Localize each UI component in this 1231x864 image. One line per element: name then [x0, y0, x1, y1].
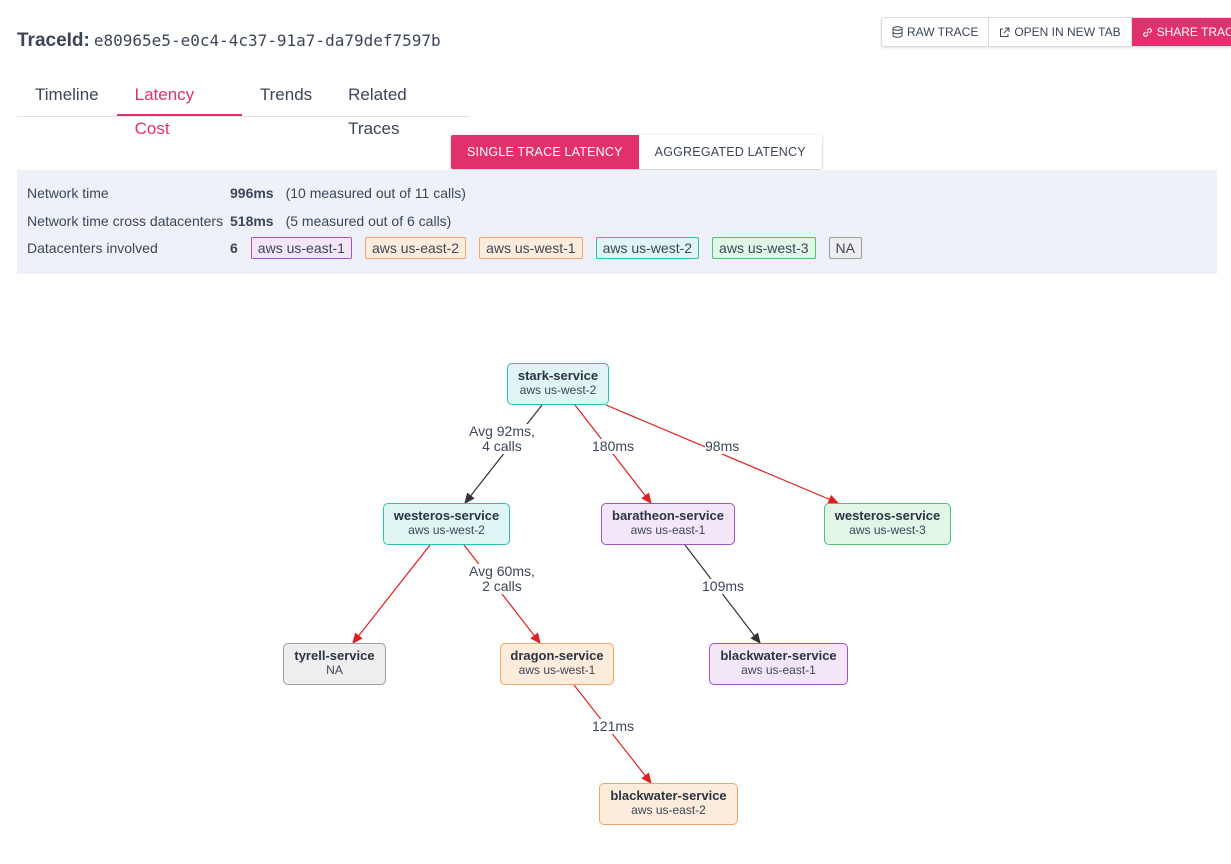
- service-name: dragon-service: [510, 648, 604, 663]
- service-name: blackwater-service: [720, 648, 837, 663]
- graph-edge: [684, 544, 761, 644]
- graph-edges: [352, 404, 840, 784]
- graph-edge: [464, 404, 543, 504]
- service-name: westeros-service: [393, 508, 500, 523]
- service-datacenter: aws us-east-1: [741, 663, 816, 677]
- datacenters-count: 6: [230, 240, 238, 256]
- database-icon: [892, 26, 903, 38]
- network-time-row: Network time 996ms (10 measured out of 1…: [27, 185, 466, 201]
- external-link-icon: [1000, 27, 1010, 37]
- network-time-label: Network time: [27, 185, 109, 201]
- graph-edge: [352, 544, 431, 644]
- edge-calls: 4 calls: [482, 438, 522, 454]
- graph-edge: [573, 684, 652, 784]
- service-datacenter: aws us-east-2: [631, 803, 706, 817]
- network-cross-label: Network time cross datacenters: [27, 213, 224, 229]
- edge-calls: 2 calls: [482, 578, 522, 594]
- aggregated-latency-button[interactable]: AGGREGATED LATENCY: [638, 135, 822, 169]
- service-datacenter: aws us-east-1: [630, 523, 706, 537]
- service-datacenter: aws us-west-3: [849, 523, 926, 537]
- share-trace-label: SHARE TRACE: [1156, 25, 1231, 39]
- datacenter-chip: aws us-east-1: [250, 237, 352, 259]
- edge-label: 98ms: [705, 437, 740, 454]
- trace-actions: RAW TRACE OPEN IN NEW TAB SHARE TRACE: [881, 17, 1231, 47]
- network-cross-value: 518ms: [230, 213, 274, 229]
- edge-label: 109ms: [702, 577, 745, 594]
- open-new-tab-label: OPEN IN NEW TAB: [1014, 25, 1121, 39]
- latency-summary: Network time 996ms (10 measured out of 1…: [17, 170, 1217, 274]
- latency-mode-toggle: SINGLE TRACE LATENCY AGGREGATED LATENCY: [451, 135, 822, 169]
- trace-id-label: TraceId:: [17, 30, 90, 51]
- graph-edge: [574, 404, 652, 504]
- service-datacenter: aws us-west-2: [519, 383, 597, 397]
- datacenter-chip: aws us-east-2: [364, 237, 467, 259]
- service-name: tyrell-service: [294, 648, 375, 663]
- service-datacenter: aws us-west-1: [518, 663, 596, 677]
- raw-trace-button[interactable]: RAW TRACE: [882, 18, 990, 46]
- tab-timeline[interactable]: Timeline: [35, 85, 99, 104]
- share-trace-button[interactable]: SHARE TRACE: [1131, 18, 1231, 46]
- trace-title: TraceId:e80965e5-e0c4-4c37-91a7-da79def7…: [17, 30, 441, 52]
- service-name: westeros-service: [834, 508, 941, 523]
- service-name: baratheon-service: [612, 508, 724, 523]
- datacenters-label: Datacenters involved: [27, 240, 158, 256]
- edge-latency: Avg 92ms,: [469, 423, 535, 439]
- open-new-tab-button[interactable]: OPEN IN NEW TAB: [989, 18, 1132, 46]
- network-cross-detail: (5 measured out of 6 calls): [285, 213, 452, 229]
- datacenter-chip: aws us-west-1: [479, 237, 583, 259]
- service-name: blackwater-service: [610, 788, 727, 803]
- edge-label: Avg 60ms,2 calls: [469, 564, 535, 594]
- edge-latency: 121ms: [592, 717, 635, 734]
- view-tabs: Timeline Latency Cost Trends Related Tra…: [17, 78, 469, 138]
- trace-id-value: e80965e5-e0c4-4c37-91a7-da79def7597b: [93, 31, 441, 50]
- edge-label: 121ms: [592, 717, 635, 734]
- network-time-detail: (10 measured out of 11 calls): [285, 185, 466, 201]
- raw-trace-label: RAW TRACE: [907, 25, 979, 39]
- edge-latency: 98ms: [705, 437, 740, 454]
- tab-trends[interactable]: Trends: [259, 85, 313, 104]
- service-datacenter: aws us-west-2: [408, 523, 485, 537]
- service-datacenter: NA: [326, 663, 343, 677]
- network-cross-row: Network time cross datacenters 518ms (5 …: [27, 213, 451, 229]
- single-trace-latency-button[interactable]: SINGLE TRACE LATENCY: [451, 135, 639, 169]
- datacenter-chip: NA: [828, 237, 862, 259]
- graph-edge: [463, 544, 541, 644]
- network-time-value: 996ms: [230, 185, 274, 201]
- datacenter-chip: aws us-west-2: [595, 237, 700, 259]
- edge-latency: Avg 60ms,: [469, 563, 535, 579]
- service-name: stark-service: [517, 368, 599, 383]
- tab-related-traces[interactable]: Related Traces: [348, 85, 407, 138]
- edge-label: 180ms: [592, 437, 635, 454]
- edge-latency: 180ms: [592, 437, 635, 454]
- graph-edge: [605, 404, 840, 504]
- tab-latency-cost[interactable]: Latency Cost: [116, 78, 242, 138]
- link-icon: [1142, 27, 1152, 37]
- datacenter-chip: aws us-west-3: [712, 237, 816, 259]
- edge-latency: 109ms: [702, 577, 745, 594]
- edge-label: Avg 92ms,4 calls: [469, 424, 535, 454]
- datacenter-chips: aws us-east-1 aws us-east-2 aws us-west-1 a…: [250, 237, 875, 259]
